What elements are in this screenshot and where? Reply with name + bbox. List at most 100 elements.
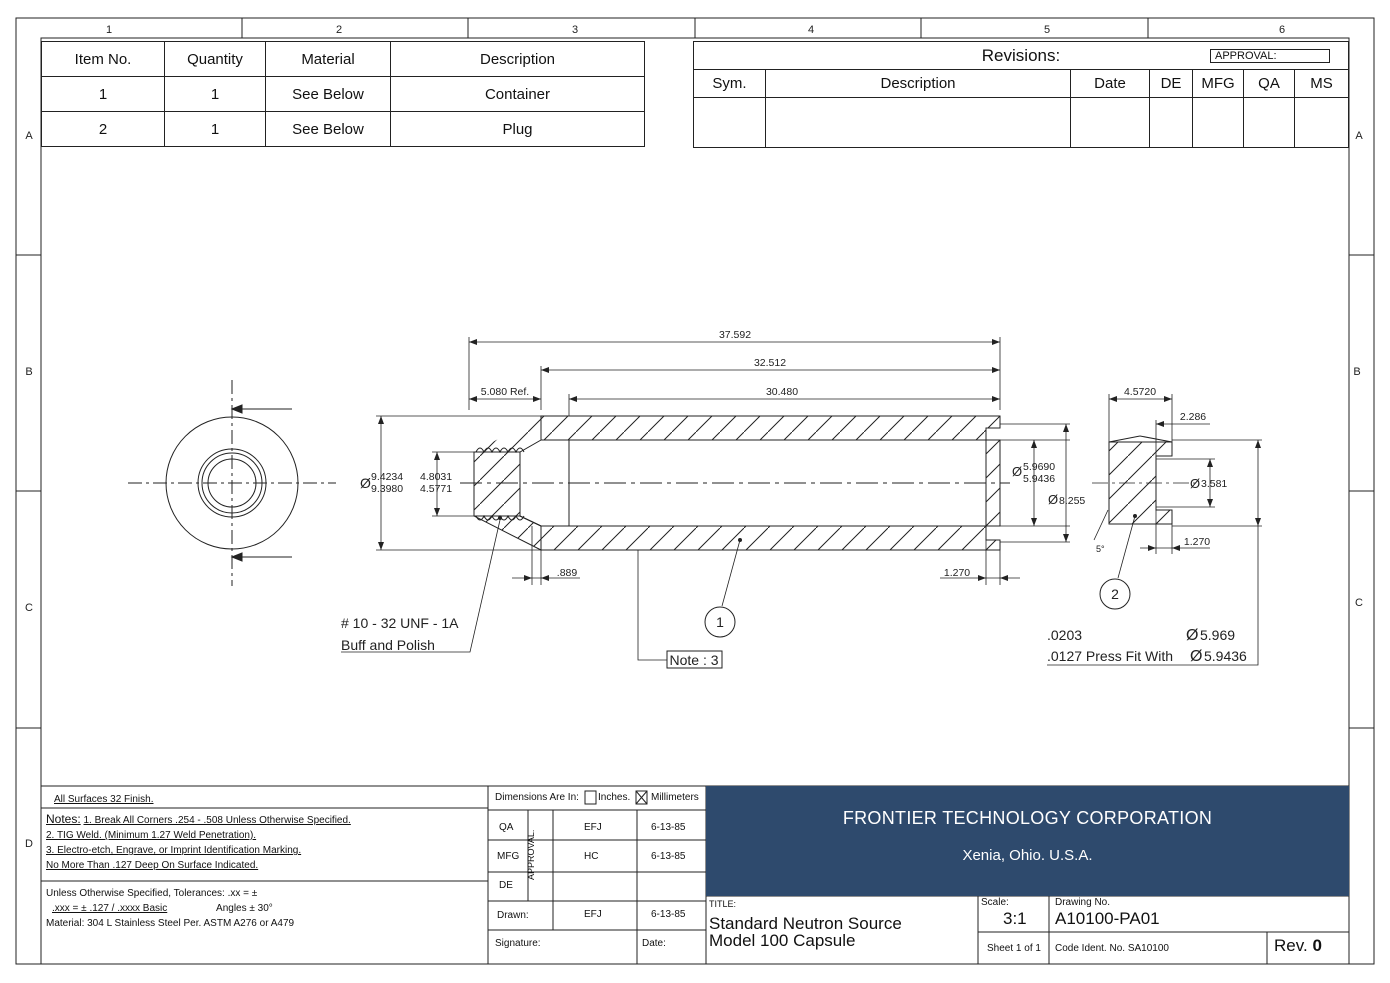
- millimeters-check-mark: [635, 790, 648, 805]
- rev-col-description: Description: [765, 69, 1071, 98]
- bom-cell: 1: [164, 76, 266, 112]
- drawing-title-line-2: Model 100 Capsule: [709, 931, 856, 950]
- drawn-label: Drawn:: [497, 910, 529, 921]
- material-spec: Material: 304 L Stainless Steel Per. AST…: [46, 918, 295, 929]
- zone-col-5: 5: [1044, 24, 1050, 36]
- buff-polish-callout: Buff and Polish: [341, 637, 435, 653]
- press-fit-dia-lower: 5.9436: [1204, 648, 1247, 664]
- zone-row-c-right: C: [1355, 597, 1363, 609]
- dim-45720: 4.5720: [1124, 386, 1156, 398]
- revisions-title-cell: Revisions: APPROVAL:: [693, 41, 1349, 70]
- note-1: 1. Break All Corners .254 - .508 Unless …: [83, 815, 351, 826]
- dim-2286: 2.286: [1180, 411, 1206, 423]
- dim-93980: 9.3980: [371, 483, 403, 495]
- rev-col-ms: MS: [1294, 69, 1349, 98]
- drawn-date: 6-13-85: [651, 909, 686, 920]
- drawn-name: EFJ: [584, 909, 602, 920]
- zone-col-2: 2: [336, 24, 342, 36]
- note-3: 3. Electro-etch, Engrave, or Imprint Ide…: [46, 845, 302, 856]
- dim-45771: 4.5771: [420, 483, 452, 495]
- dia-symbol-6: Ø: [1190, 648, 1202, 665]
- dia-symbol-4: Ø: [1190, 476, 1200, 491]
- zone-col-1: 1: [106, 24, 112, 36]
- bom-cell: 2: [41, 111, 165, 147]
- bill-of-materials: Item No. Quantity Material Description 1…: [41, 41, 645, 147]
- main-dimensions: [376, 337, 1070, 585]
- dim-1270-b: 1.270: [1184, 536, 1210, 548]
- rev-col-date: Date: [1070, 69, 1150, 98]
- revision-block: Rev. 0: [1274, 936, 1322, 956]
- revisions-table: Revisions: APPROVAL: Sym. Description Da…: [693, 41, 1349, 148]
- zone-row-a-right: A: [1355, 130, 1363, 142]
- press-fit-text: .0127 Press Fit With: [1047, 648, 1173, 664]
- plug-view: [1108, 435, 1173, 525]
- zone-row-d-left: D: [25, 838, 33, 850]
- dim-37592: 37.592: [719, 329, 751, 341]
- leader-lines: [341, 515, 1259, 666]
- zone-col-6: 6: [1279, 24, 1285, 36]
- bom-cell: 1: [164, 111, 266, 147]
- dim-32512: 32.512: [754, 357, 786, 369]
- drawing-title-line-1: Standard Neutron Source: [709, 914, 902, 933]
- zone-row-b-left: B: [25, 366, 32, 378]
- rev-col-sym: Sym.: [693, 69, 766, 98]
- approval-box: APPROVAL:: [1210, 49, 1330, 63]
- note-3-callout: Note : 3: [669, 652, 718, 668]
- inches-label: Inches.: [598, 792, 631, 803]
- thread-callout: # 10 - 32 UNF - 1A: [341, 615, 459, 631]
- approval-date-mfg: 6-13-85: [651, 851, 686, 862]
- drawing-number: A10100-PA01: [1055, 909, 1160, 928]
- dia-symbol-1: Ø: [360, 475, 371, 491]
- approval-name-mfg: HC: [584, 851, 599, 862]
- millimeters-label: Millimeters: [651, 792, 699, 803]
- signature-label: Signature:: [495, 938, 541, 949]
- rev-value: 0: [1312, 936, 1322, 955]
- date-label: Date:: [642, 938, 666, 949]
- dim-3581: 3.581: [1201, 478, 1227, 490]
- item-balloon-1: 1: [716, 614, 724, 630]
- dim-48031: 4.8031: [420, 471, 452, 483]
- sheet-number: Sheet 1 of 1: [987, 943, 1041, 954]
- title-label: TITLE:: [709, 899, 737, 909]
- bom-header-material: Material: [265, 41, 391, 77]
- rev-col-mfg: MFG: [1192, 69, 1244, 98]
- tolerance-line-2: .xxx = ± .127 / .xxxx Basic: [52, 903, 168, 914]
- company-banner: FRONTIER TECHNOLOGY CORPORATION Xenia, O…: [706, 786, 1349, 896]
- bom-cell: See Below: [265, 111, 391, 147]
- note-3-continued: No More Than .127 Deep On Surface Indica…: [46, 860, 259, 871]
- dim-94234: 9.4234: [371, 471, 403, 483]
- scale-value: 3:1: [1003, 909, 1027, 928]
- inches-checkbox[interactable]: [584, 790, 597, 805]
- container-section-view: [460, 415, 1010, 551]
- zone-row-a-left: A: [25, 130, 33, 142]
- tolerance-angles: Angles ± 30°: [216, 903, 273, 914]
- drawing-title: Standard Neutron Source Model 100 Capsul…: [709, 915, 902, 949]
- rev-label: Rev.: [1274, 936, 1308, 955]
- dia-symbol-2: Ø: [1012, 464, 1022, 479]
- dim-889: .889: [557, 567, 578, 579]
- bom-cell: 1: [41, 76, 165, 112]
- company-name: FRONTIER TECHNOLOGY CORPORATION: [842, 808, 1213, 828]
- approval-date-qa: 6-13-85: [651, 822, 686, 833]
- bom-header-description: Description: [390, 41, 645, 77]
- bom-header-row: Item No. Quantity Material Description: [41, 41, 645, 77]
- dim-8255: 8.255: [1059, 495, 1085, 507]
- zone-row-b-right: B: [1353, 366, 1360, 378]
- press-fit-upper: .0203: [1047, 627, 1082, 643]
- code-ident: Code Ident. No. SA10100: [1055, 943, 1169, 954]
- zone-row-c-left: C: [25, 602, 33, 614]
- revisions-empty-row: [693, 97, 1349, 148]
- bom-header-item: Item No.: [41, 41, 165, 77]
- bom-header-quantity: Quantity: [164, 41, 266, 77]
- dim-30480: 30.480: [766, 386, 798, 398]
- tolerances-block: Unless Otherwise Specified, Tolerances: …: [46, 886, 294, 931]
- revisions-header-row: Sym. Description Date DE MFG QA MS: [693, 69, 1349, 98]
- bom-cell: Container: [390, 76, 645, 112]
- tolerance-line-1: Unless Otherwise Specified, Tolerances: …: [46, 888, 258, 899]
- approval-vertical-label: APPROVAL.: [526, 829, 536, 880]
- end-view: [128, 380, 336, 586]
- surface-finish-note: All Surfaces 32 Finish.: [54, 794, 154, 805]
- dim-angle: 5°: [1096, 544, 1105, 554]
